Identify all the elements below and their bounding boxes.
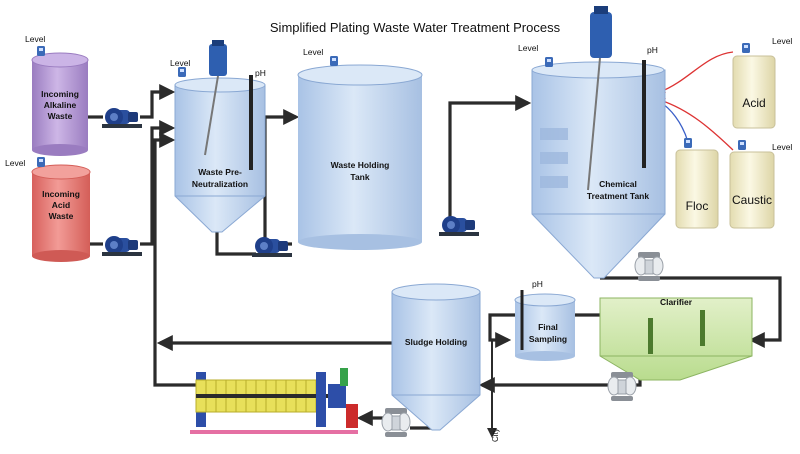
chemical-treatment-tank: Chemical Treatment Tank: [531, 6, 666, 279]
pre-neutralization-tank: Waste Pre- Neutralization: [174, 40, 266, 233]
level-label: Level: [772, 36, 792, 46]
alkaline-waste-tank: Incoming Alkaline Waste: [31, 52, 89, 156]
level-sensor-icon: [738, 140, 746, 150]
ph-label: pH: [532, 279, 543, 289]
pre-neutralization-label-line1: Waste Pre-: [198, 167, 242, 177]
level-label: Level: [303, 47, 323, 57]
filter-press: [190, 368, 358, 434]
level-sensor-icon: [545, 57, 553, 67]
clarifier-sludge-pump-icon: [607, 371, 637, 402]
holding-tank-pump-icon: [439, 216, 479, 236]
level-label: Level: [518, 43, 538, 53]
holding-tank-label-line2: Tank: [350, 172, 369, 182]
final-sampling-tank: Final Sampling: [514, 290, 576, 361]
waste-holding-tank: Waste Holding Tank: [297, 64, 423, 250]
ph-label: pH: [255, 68, 266, 78]
level-sensor-icon: [37, 157, 45, 167]
level-sensor-icon: [178, 67, 186, 77]
acid-tote: Acid: [732, 55, 776, 129]
level-label: Level: [772, 142, 792, 152]
chemical-tank-label-line2: Treatment Tank: [587, 191, 649, 201]
acid-waste-label-line3: Waste: [49, 211, 74, 221]
alkaline-label-line3: Waste: [48, 111, 73, 121]
final-sampling-label-line2: Sampling: [529, 334, 567, 344]
level-label: Level: [170, 58, 190, 68]
floc-tote-label: Floc: [686, 199, 709, 213]
sludge-holding-tank: Sludge Holding: [391, 283, 481, 431]
caustic-tote: Caustic: [729, 151, 775, 229]
clarifier-label: Clarifier: [660, 297, 693, 307]
final-sampling-label-line1: Final: [538, 322, 558, 332]
acid-waste-label-line2: Acid: [52, 200, 70, 210]
alkaline-transfer-pump-icon: [102, 108, 142, 128]
pre-neutralization-label-line2: Neutralization: [192, 179, 248, 189]
level-sensor-icon: [330, 56, 338, 66]
city-outlet-label: City: [491, 428, 500, 442]
sludge-holding-label: Sludge Holding: [405, 337, 467, 347]
clarifier-feed-pump-icon: [634, 251, 664, 282]
alkaline-label-line1: Incoming: [41, 89, 79, 99]
level-label: Level: [5, 158, 25, 168]
level-label: Level: [25, 34, 45, 44]
sludge-transfer-pump-icon: [381, 407, 411, 438]
clarifier: Clarifier: [599, 297, 753, 381]
diagram-title: Simplified Plating Waste Water Treatment…: [270, 20, 561, 35]
holding-tank-label-line1: Waste Holding: [331, 160, 390, 170]
alkaline-label-line2: Alkaline: [44, 100, 77, 110]
acid-waste-label-line1: Incoming: [42, 189, 80, 199]
caustic-tote-label: Caustic: [732, 193, 772, 207]
pre-neutralization-pump-icon: [252, 237, 292, 257]
acid-tote-label: Acid: [742, 96, 765, 110]
level-sensor-icon: [684, 138, 692, 148]
acid-waste-tank: Incoming Acid Waste: [31, 164, 91, 262]
ph-label: pH: [647, 45, 658, 55]
acid-transfer-pump-icon: [102, 236, 142, 256]
chemical-tank-label-line1: Chemical: [599, 179, 637, 189]
level-sensor-icon: [37, 46, 45, 56]
floc-tote: Floc: [675, 149, 719, 229]
level-sensor-icon: [742, 43, 750, 53]
